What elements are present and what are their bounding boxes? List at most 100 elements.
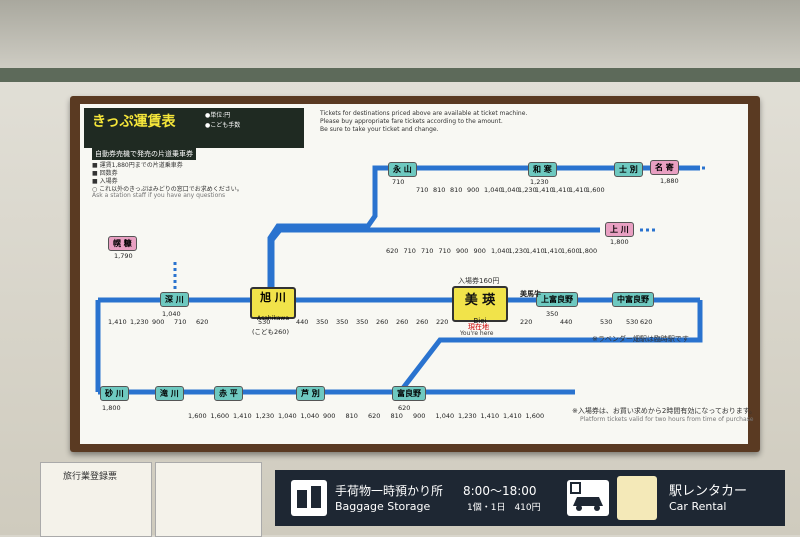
service-sign: 手荷物一時預かり所 Baggage Storage 8:00～18:00 1個・… <box>275 470 785 526</box>
mid-fare: 1,600 <box>561 247 580 255</box>
rental-mascot-icon <box>617 476 657 520</box>
east-fare: 260 <box>396 318 409 326</box>
legend-adult: ●単位:円 <box>205 112 231 119</box>
baggage-hours: 8:00～18:00 <box>463 484 537 498</box>
south-fare: 1,600 <box>210 412 230 420</box>
asahikawa-child: (こども260) <box>252 328 289 336</box>
baggage-ja: 手荷物一時預かり所 <box>335 484 444 498</box>
wall-rail <box>0 68 800 82</box>
nakafurano-fare: 530 <box>626 318 639 326</box>
kamikawa-fare: 1,800 <box>610 238 629 246</box>
here-marker-ja: 現在地 <box>468 323 489 331</box>
furano-line-fare: 530 <box>600 318 613 326</box>
biei-ja: 美 瑛 <box>464 293 496 308</box>
top-fare: 1,410 <box>552 186 571 194</box>
rental-en: Car Rental <box>669 500 727 513</box>
mid-fare: 1,800 <box>578 247 598 255</box>
baggage-en: Baggage Storage <box>335 500 431 513</box>
lavender-note: ※ラベンダー畑駅は臨時駅です <box>592 335 689 343</box>
mid-fare: 900 <box>456 247 469 255</box>
south-fare: 1,040 <box>300 412 320 420</box>
top-fare: 900 <box>467 186 480 194</box>
kamifurano-fare: 350 <box>546 310 559 318</box>
station-shibetsu: 士 別 <box>614 162 643 177</box>
south-fare: 1,230 <box>458 412 477 420</box>
east-fare: 440 <box>296 318 309 326</box>
east-fare: 260 <box>376 318 389 326</box>
en-note-line: Please buy appropriate fare tickets acco… <box>320 118 503 125</box>
south-fare: 1,410 <box>503 412 522 420</box>
help-text-en: Ask a station staff if you have any ques… <box>92 192 226 199</box>
notice-line: ■ 回数券 <box>92 170 118 177</box>
mid-fare: 1,040 <box>491 247 510 255</box>
here-marker-en: You're here <box>460 330 494 337</box>
mid-fare: 1,410 <box>543 247 563 255</box>
east-fare: 350 <box>316 318 329 326</box>
nagayama-fare: 710 <box>392 178 405 186</box>
top-fare: 710 <box>416 186 429 194</box>
west-fare: 900 <box>152 318 165 326</box>
sunagawa-fare: 1,800 <box>102 404 121 412</box>
station-kamikawa: 上 川 <box>605 222 634 237</box>
station-takikawa: 滝 川 <box>155 386 184 401</box>
top-fare: 1,040 <box>501 186 520 194</box>
west-fare: 1,230 <box>130 318 149 326</box>
asahikawa-fare: 530 <box>258 318 271 326</box>
south-fare: 900 <box>413 412 426 420</box>
top-fare: 1,230 <box>518 186 537 194</box>
asahikawa-en: Asahikawa <box>256 315 289 322</box>
station-akabira: 赤 平 <box>214 386 243 401</box>
notice-line: ■ 運賃1,880円までの片道乗車券 <box>92 162 183 169</box>
en-note-line: Be sure to take your ticket and change. <box>320 126 439 133</box>
south-fare: 1,230 <box>255 412 275 420</box>
south-fare: 1,600 <box>188 412 207 420</box>
furano-line-fare: 220 <box>520 318 533 326</box>
mid-fare: 900 <box>473 247 486 255</box>
en-note-line: Tickets for destinations priced above ar… <box>320 110 528 117</box>
west-fare: 1,410 <box>108 318 127 326</box>
west-fare: 620 <box>196 318 209 326</box>
wassamu-fare: 1,230 <box>530 178 549 186</box>
board-title: きっぷ運賃表 <box>92 114 176 130</box>
ceiling <box>0 0 800 70</box>
legend-child: ●こども手数 <box>205 122 241 129</box>
top-fare: 1,040 <box>484 186 503 194</box>
south-fare: 1,040 <box>278 412 297 420</box>
rental-ja: 駅レンタカー <box>669 484 748 499</box>
help-text-ja: ○ これ以外のきっぷはみどりの窓口でお求めください。 <box>92 186 243 193</box>
platform-note-en: Platform tickets valid for two hours fro… <box>580 416 754 423</box>
east-fare: 220 <box>436 318 449 326</box>
furano-fare: 620 <box>398 404 411 412</box>
mid-fare: 710 <box>403 247 416 255</box>
top-fare: 810 <box>450 186 463 194</box>
south-fare: 1,410 <box>480 412 500 420</box>
mid-fare: 710 <box>438 247 451 255</box>
baggage-price: 1個・1日 410円 <box>467 503 541 513</box>
car-rental-icon <box>567 480 609 516</box>
furano-line-fare: 620 <box>640 318 653 326</box>
machine-notice: 自動券売機で発売の片道乗車券 <box>92 148 196 160</box>
station-horoshin: 幌 糠 <box>108 236 137 251</box>
west-fare: 710 <box>174 318 187 326</box>
south-fare: 810 <box>345 412 358 420</box>
platform-ticket-price: 入場券160円 <box>458 277 500 285</box>
asahikawa-ja: 旭 川 <box>260 291 286 304</box>
station-ashibetsu: 芦 別 <box>296 386 325 401</box>
horoshin-fare: 1,790 <box>114 252 133 260</box>
notice-line: ■ 入場券 <box>92 178 118 185</box>
platform-note-ja: ※入場券は、お買い求めから2時間有効になっております。 <box>572 407 757 415</box>
station-fukagawa: 深 川 <box>160 292 189 307</box>
south-fare: 1,410 <box>233 412 252 420</box>
station-asahikawa: 旭 川 Asahikawa <box>250 287 296 322</box>
biei-en: Biei <box>473 317 487 325</box>
station-sunagawa: 砂 川 <box>100 386 129 401</box>
east-fare: 260 <box>416 318 429 326</box>
station-furano: 富良野 <box>392 386 426 401</box>
info-notice <box>155 462 262 537</box>
south-fare: 900 <box>323 412 336 420</box>
travel-registration-notice: 旅行業登録票 <box>40 462 152 537</box>
station-bibaushi: 美馬牛 <box>520 290 541 298</box>
fukagawa-fare: 1,040 <box>162 310 181 318</box>
station-wassamu: 和 寒 <box>528 162 557 177</box>
